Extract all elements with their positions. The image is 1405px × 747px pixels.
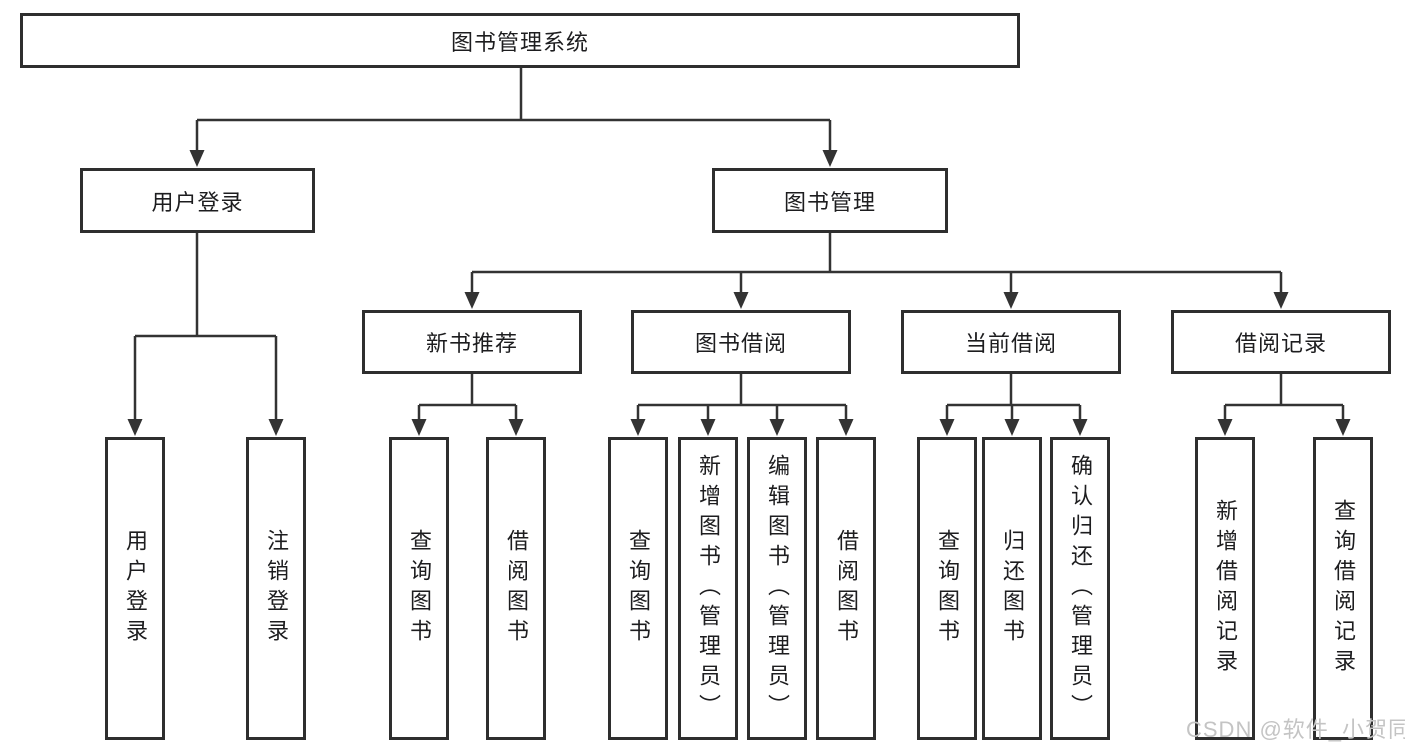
csdn-watermark: CSDN @软件_小贺同学: [1186, 717, 1405, 742]
node-label: 图书管理系统: [450, 29, 589, 55]
node-label: 当前借阅: [964, 331, 1057, 356]
node-logout: 注销登录: [246, 437, 306, 740]
node-label: 图书借阅: [694, 331, 787, 356]
node-confirm-return-admin: 确认归还（管理员）: [1050, 437, 1110, 740]
node-label: 编辑图书（管理员）: [765, 453, 790, 724]
node-current-borrowing: 当前借阅: [901, 310, 1121, 374]
node-label: 新增图书（管理员）: [696, 453, 721, 724]
node-label: 借阅记录: [1234, 331, 1327, 356]
node-label: 借阅图书: [834, 528, 859, 649]
node-user-login: 用户登录: [105, 437, 165, 740]
node-recommend-query-books: 查询图书: [389, 437, 449, 740]
node-borrow-query-books: 查询图书: [608, 437, 668, 740]
node-new-book-recommendation: 新书推荐: [362, 310, 582, 374]
node-label: 查询图书: [626, 528, 651, 649]
node-borrowing-records: 借阅记录: [1171, 310, 1391, 374]
node-recommend-borrow-books: 借阅图书: [486, 437, 546, 740]
node-label: 新增借阅记录: [1213, 498, 1238, 679]
node-add-borrow-record: 新增借阅记录: [1195, 437, 1255, 740]
node-return-book: 归还图书: [982, 437, 1042, 740]
node-label: 新书推荐: [425, 331, 518, 356]
node-label: 用户登录: [123, 528, 148, 649]
node-current-query-books: 查询图书: [917, 437, 977, 740]
node-label: 查询图书: [407, 528, 432, 649]
node-label: 查询借阅记录: [1331, 498, 1356, 679]
node-edit-book-admin: 编辑图书（管理员）: [747, 437, 807, 740]
connector-lines: [133, 68, 1345, 422]
node-label: 用户登录: [151, 189, 244, 215]
node-book-borrowing: 图书借阅: [631, 310, 851, 374]
node-label: 图书管理: [783, 189, 876, 215]
node-library-management-system: 图书管理系统: [20, 13, 1020, 68]
node-query-borrow-record: 查询借阅记录: [1313, 437, 1373, 740]
node-book-management: 图书管理: [712, 168, 948, 233]
arrowhead-icons: [127, 150, 1351, 436]
node-label: 借阅图书: [504, 528, 529, 649]
node-user-login-branch: 用户登录: [80, 168, 315, 233]
node-borrow-book: 借阅图书: [816, 437, 876, 740]
node-label: 归还图书: [1000, 528, 1025, 649]
node-label: 查询图书: [935, 528, 960, 649]
node-label: 注销登录: [264, 528, 289, 649]
node-label: 确认归还（管理员）: [1068, 453, 1093, 724]
node-add-book-admin: 新增图书（管理员）: [678, 437, 738, 740]
